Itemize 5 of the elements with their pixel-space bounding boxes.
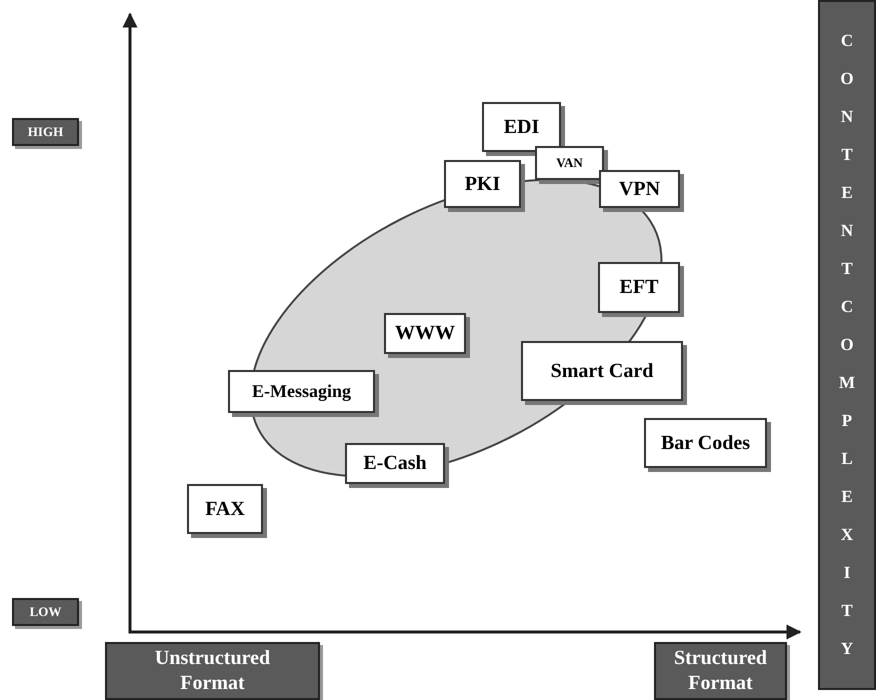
axis-label-box: Unstructured Format <box>105 642 320 700</box>
axis-title-bar: CONTENT COMPLEXITY <box>818 0 876 690</box>
axis-label-box: HIGH <box>12 118 79 146</box>
axis-label-box: LOW <box>12 598 79 626</box>
axis-label-box: Structured Format <box>654 642 787 700</box>
